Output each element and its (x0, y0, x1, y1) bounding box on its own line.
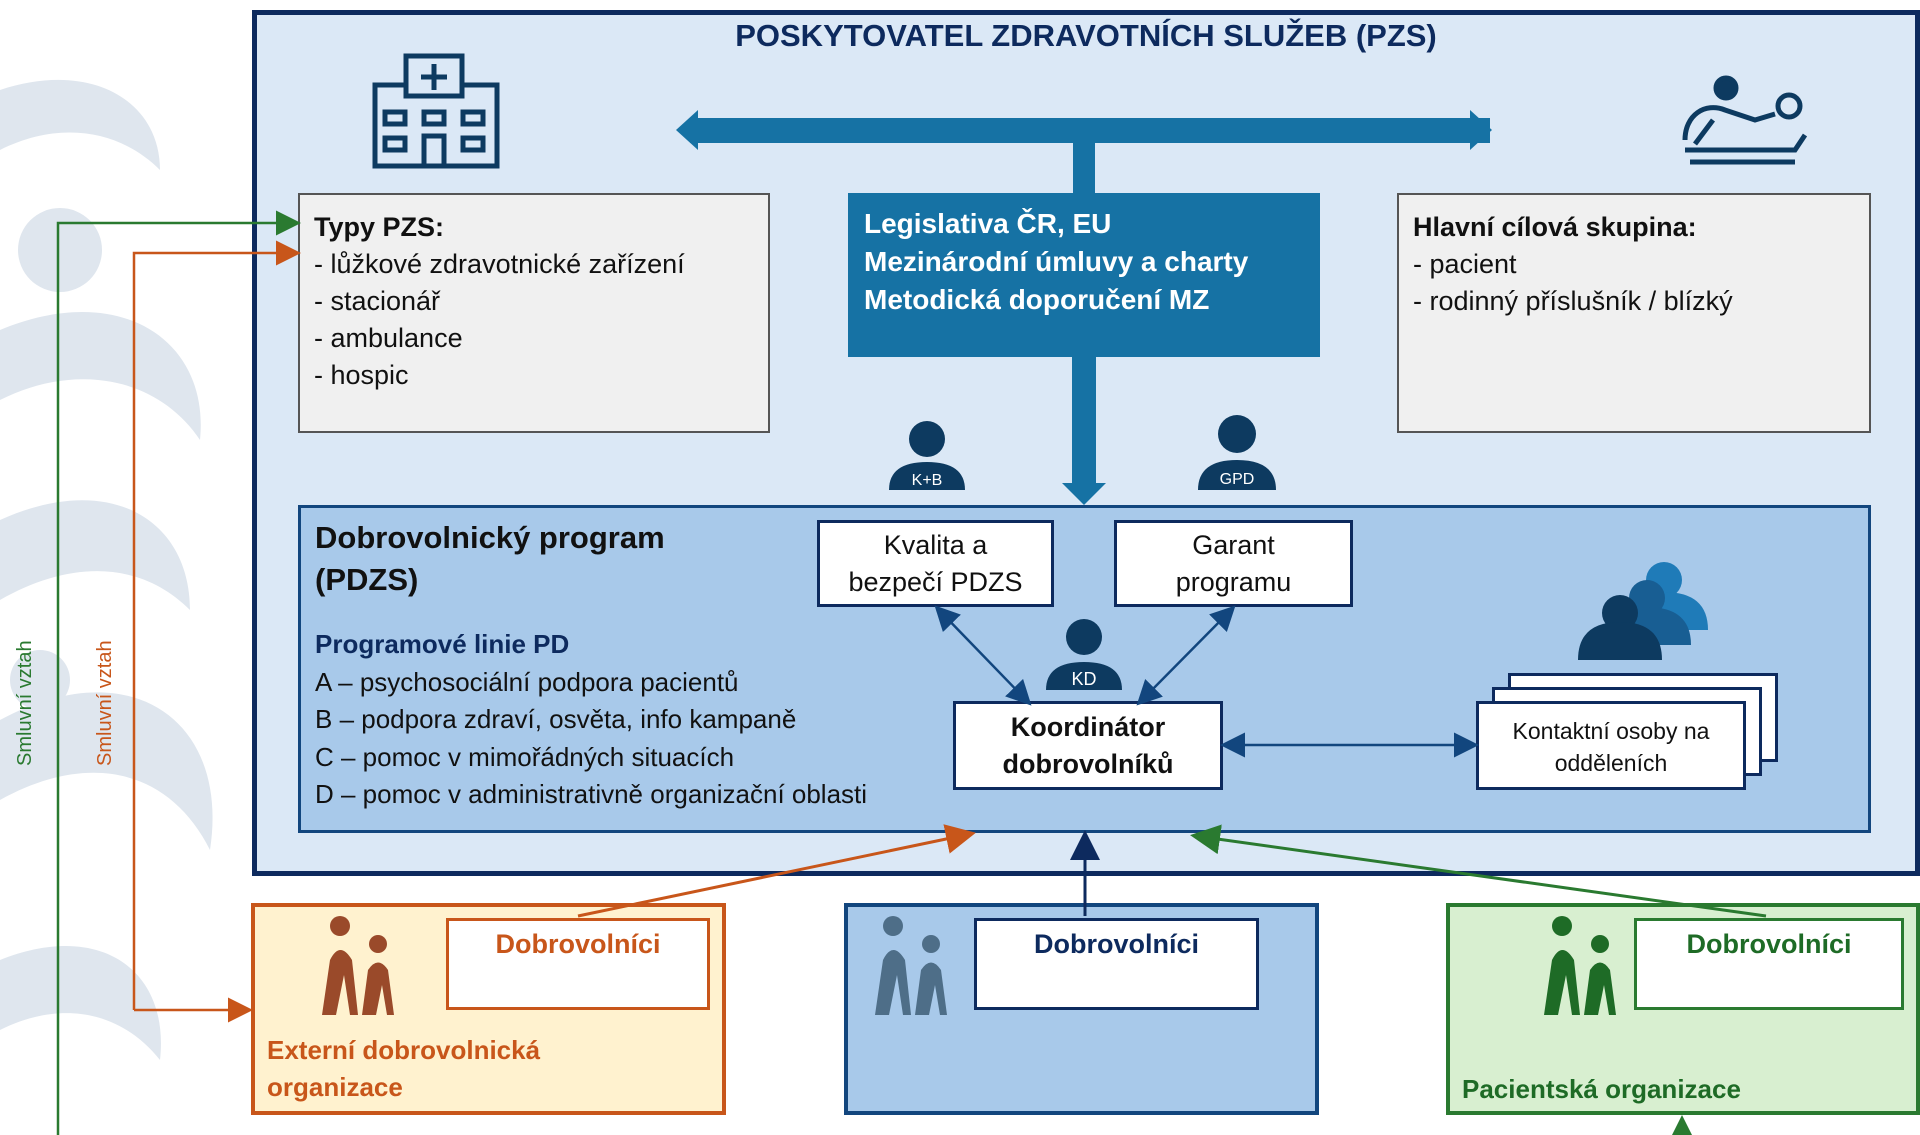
typy-item: - stacionář (314, 286, 441, 316)
contact-line: odděleních (1554, 750, 1668, 776)
external-organization-name: Externí dobrovolnická organizace (267, 1032, 667, 1106)
typy-heading: Typy PZS: (314, 212, 445, 242)
program-guarantor-box: Garant programu (1114, 520, 1353, 607)
gpd-badge: GPD (1219, 471, 1255, 488)
target-group-box: Hlavní cílová skupina: - pacient - rodin… (1397, 193, 1871, 433)
typy-item: - hospic (314, 360, 409, 390)
quality-safety-box: Kvalita a bezpečí PDZS (817, 520, 1054, 607)
typy-pzs-box: Typy PZS: - lůžkové zdravotnické zařízen… (298, 193, 770, 433)
quality-line: Kvalita a (883, 530, 988, 560)
program-lines: Programové linie PD A – psychosociální p… (315, 626, 955, 814)
target-group-item: - rodinný příslušník / blízký (1413, 286, 1733, 316)
program-title-line: (PDZS) (315, 562, 419, 597)
external-name-line: organizace (267, 1072, 403, 1102)
program-lines-heading: Programové linie PD (315, 629, 570, 659)
target-group-heading: Hlavní cílová skupina: (1413, 212, 1697, 242)
external-name-line: Externí dobrovolnická (267, 1035, 541, 1065)
pzs-title: POSKYTOVATEL ZDRAVOTNÍCH SLUŽEB (PZS) (735, 18, 1437, 53)
coordinator-line: Koordinátor (1010, 712, 1166, 742)
quality-line: bezpečí PDZS (848, 567, 1023, 597)
program-title: Dobrovolnický program (PDZS) (315, 517, 735, 601)
program-line-item: D – pomoc v administrativně organizační … (315, 779, 868, 809)
program-line-item: A – psychosociální podpora pacientů (315, 666, 739, 697)
patient-volunteers-box: Dobrovolníci (1634, 918, 1904, 1010)
contact-persons-box: Kontaktní osoby na odděleních (1476, 701, 1746, 790)
legislation-line: Mezinárodní úmluvy a charty (864, 246, 1249, 277)
kb-badge: K+B (911, 472, 943, 489)
program-line-item: C – pomoc v mimořádných situacích (315, 741, 735, 772)
guarantor-line: programu (1175, 567, 1292, 597)
external-volunteers-box: Dobrovolníci (446, 918, 710, 1010)
volunteer-coordinator-box: Koordinátor dobrovolníků (953, 701, 1223, 790)
typy-item: - lůžkové zdravotnické zařízení (314, 249, 685, 279)
target-group-item: - pacient (1413, 249, 1517, 279)
typy-item: - ambulance (314, 323, 463, 353)
program-line-item: B – podpora zdraví, osvěta, info kampaně (315, 704, 797, 734)
contact-line: Kontaktní osoby na (1512, 718, 1710, 744)
coordinator-line: dobrovolníků (1002, 749, 1174, 779)
legislation-line: Legislativa ČR, EU (864, 208, 1112, 239)
patient-organization-name: Pacientská organizace (1462, 1074, 1741, 1104)
guarantor-line: Garant (1192, 530, 1275, 560)
orange-contract-label: Smluvní vztah (94, 640, 116, 766)
kd-badge: KD (1071, 669, 1097, 689)
legislation-box: Legislativa ČR, EU Mezinárodní úmluvy a … (848, 193, 1320, 357)
green-contract-label: Smluvní vztah (14, 640, 36, 766)
legislation-line: Metodická doporučení MZ (864, 284, 1210, 315)
internal-volunteers-box: Dobrovolníci (974, 918, 1259, 1010)
program-title-line: Dobrovolnický program (315, 520, 665, 555)
